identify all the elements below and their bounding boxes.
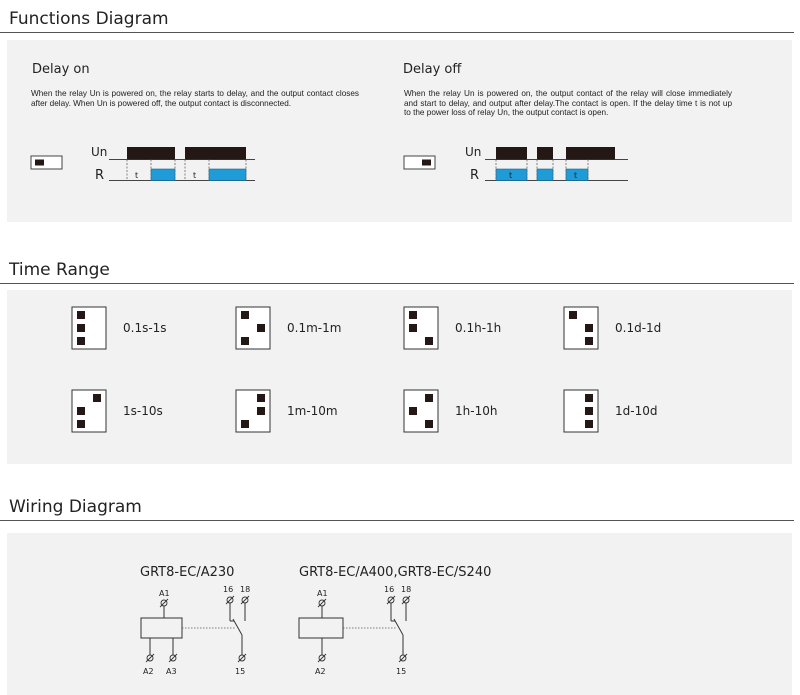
dip-setting-icon bbox=[563, 306, 599, 350]
dip-switch-right-icon bbox=[403, 155, 436, 170]
terminal-a1-icon bbox=[159, 598, 169, 608]
relay-coil-left bbox=[140, 617, 183, 639]
dip-setting-icon bbox=[235, 306, 271, 350]
time-range-section-title: Time Range bbox=[9, 260, 110, 280]
terminal-a1-label: A1 bbox=[159, 589, 170, 598]
dip-setting-icon bbox=[235, 389, 271, 433]
terminal-18-label: 18 bbox=[240, 585, 250, 594]
terminal-15-label: 15 bbox=[396, 667, 406, 676]
delay-off-title: Delay off bbox=[403, 62, 462, 77]
time-range-item: 1m-10m bbox=[235, 389, 338, 440]
time-range-label: 1h-10h bbox=[455, 404, 498, 418]
delay-on-r-pulse-1 bbox=[150, 168, 176, 181]
functions-section-title: Functions Diagram bbox=[9, 9, 169, 29]
terminal-a2-label: A2 bbox=[315, 667, 326, 676]
delay-off-t-label-2: t bbox=[574, 171, 577, 180]
time-range-label: 0.1d-1d bbox=[615, 321, 662, 335]
delay-off-description: When the relay Un is powered on, the out… bbox=[404, 89, 732, 118]
wiring-section-header: Wiring Diagram bbox=[0, 488, 800, 522]
wiring-panel: GRT8-EC/A230 A1 A2 A3 16 18 bbox=[7, 533, 792, 695]
wiring-left-model: GRT8-EC/A230 bbox=[140, 565, 234, 580]
dip-setting-icon bbox=[563, 389, 599, 433]
terminal-a2-icon bbox=[317, 653, 327, 663]
dip-setting-icon bbox=[71, 389, 107, 433]
delay-on-un-pulse-2 bbox=[185, 147, 246, 160]
terminal-15-label: 15 bbox=[235, 667, 245, 676]
terminal-a2-label: A2 bbox=[143, 667, 154, 676]
functions-panel: Delay on When the relay Un is powered on… bbox=[7, 40, 792, 222]
time-range-label: 0.1m-1m bbox=[287, 321, 342, 335]
section-divider bbox=[0, 520, 794, 521]
time-range-item: 0.1d-1d bbox=[563, 306, 661, 357]
delay-off-un-pulse-3 bbox=[566, 147, 615, 160]
time-range-label: 1m-10m bbox=[287, 404, 338, 418]
time-range-section-header: Time Range bbox=[0, 251, 800, 285]
time-range-label: 0.1h-1h bbox=[455, 321, 502, 335]
time-range-panel: 0.1s-1s 0.1m-1m 0.1h-1h 0.1d-1d bbox=[7, 290, 792, 464]
delay-off-t-label-1: t bbox=[509, 171, 512, 180]
delay-off-timing-diagram: Un R t t bbox=[403, 145, 628, 183]
terminal-16-icon bbox=[386, 595, 396, 605]
relay-coil-right bbox=[298, 617, 344, 639]
terminal-18-icon bbox=[240, 595, 250, 605]
terminal-a2-icon bbox=[145, 653, 155, 663]
time-range-label: 1s-10s bbox=[123, 404, 163, 418]
terminal-15-icon bbox=[398, 653, 408, 663]
wiring-section-title: Wiring Diagram bbox=[9, 497, 142, 517]
wiring-right-model: GRT8-EC/A400,GRT8-EC/S240 bbox=[299, 565, 491, 580]
terminal-15-icon bbox=[237, 653, 247, 663]
delay-off-un-label: Un bbox=[465, 145, 481, 159]
delay-off-r-label: R bbox=[470, 168, 479, 183]
delay-off-un-pulse-2 bbox=[537, 147, 553, 160]
time-range-item: 0.1h-1h bbox=[403, 306, 501, 357]
terminal-a3-label: A3 bbox=[166, 667, 177, 676]
terminal-18-label: 18 bbox=[401, 585, 411, 594]
delay-on-t-label-1: t bbox=[135, 171, 138, 180]
terminal-16-label: 16 bbox=[384, 585, 394, 594]
delay-on-title: Delay on bbox=[32, 62, 90, 77]
delay-on-r-pulse-2 bbox=[208, 168, 247, 181]
time-range-item: 1h-10h bbox=[403, 389, 497, 440]
delay-on-description: When the relay Un is powered on, the rel… bbox=[31, 89, 359, 108]
time-range-label: 1d-10d bbox=[615, 404, 658, 418]
terminal-a1-icon bbox=[317, 598, 327, 608]
dip-setting-icon bbox=[403, 306, 439, 350]
delay-on-timing-diagram: Un R t t bbox=[30, 145, 255, 183]
delay-on-r-label: R bbox=[95, 168, 104, 183]
wiring-schematic: GRT8-EC/A230 A1 A2 A3 16 18 bbox=[140, 565, 491, 676]
delay-on-un-pulse-1 bbox=[127, 147, 175, 160]
delay-off-r-pulse-2 bbox=[536, 168, 554, 181]
terminal-a1-label: A1 bbox=[317, 589, 328, 598]
functions-section-header: Functions Diagram bbox=[0, 0, 800, 34]
dip-setting-icon bbox=[403, 389, 439, 433]
dip-setting-icon bbox=[71, 306, 107, 350]
delay-on-un-label: Un bbox=[91, 145, 107, 159]
section-divider bbox=[0, 32, 794, 33]
time-range-item: 0.1m-1m bbox=[235, 306, 341, 357]
terminal-16-label: 16 bbox=[223, 585, 233, 594]
delay-on-t-label-2: t bbox=[193, 171, 196, 180]
dip-switch-left-icon bbox=[30, 155, 63, 170]
terminal-a3-icon bbox=[168, 653, 178, 663]
time-range-label: 0.1s-1s bbox=[123, 321, 167, 335]
terminal-18-icon bbox=[401, 595, 411, 605]
terminal-16-icon bbox=[225, 595, 235, 605]
section-divider bbox=[0, 283, 794, 284]
time-range-item: 1d-10d bbox=[563, 389, 657, 440]
time-range-item: 1s-10s bbox=[71, 389, 163, 440]
time-range-item: 0.1s-1s bbox=[71, 306, 167, 357]
delay-off-un-pulse-1 bbox=[496, 147, 527, 160]
